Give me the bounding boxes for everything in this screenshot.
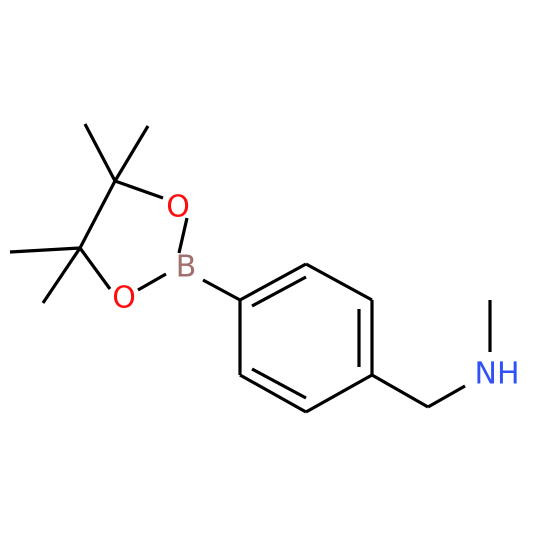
atom-o2-label: O [112, 281, 136, 316]
bonds [9, 123, 492, 414]
bond-ar5-ar6 [239, 373, 307, 414]
bond-ar4-ch2 [371, 373, 429, 409]
bond-c2-me4 [41, 247, 82, 304]
atom-n-label: NH [475, 357, 520, 392]
bond-o2-c2 [78, 247, 112, 290]
bond-c2-c1 [78, 180, 117, 249]
bond-b-ar1 [202, 278, 241, 302]
bond-c1-o1 [114, 179, 164, 200]
bond-c1-me2 [113, 125, 150, 182]
atom-o1-label: O [166, 190, 190, 225]
bond-ar4-ar5 [305, 373, 373, 414]
bond-o1-b [177, 217, 189, 254]
bond-ar1-ar2-inner [251, 275, 307, 308]
bond-c2-me3 [9, 246, 81, 254]
bond-c1-me1 [83, 123, 117, 182]
bond-b-o2 [137, 272, 167, 292]
atom-labels: O B O NH [112, 190, 519, 392]
bond-ar2-ar3 [305, 262, 373, 302]
atom-b-label: B [176, 250, 197, 285]
bond-ar1-ar2 [239, 262, 307, 302]
bond-ch2-n [427, 384, 466, 409]
bond-ar5-ar6-inner [251, 367, 307, 400]
